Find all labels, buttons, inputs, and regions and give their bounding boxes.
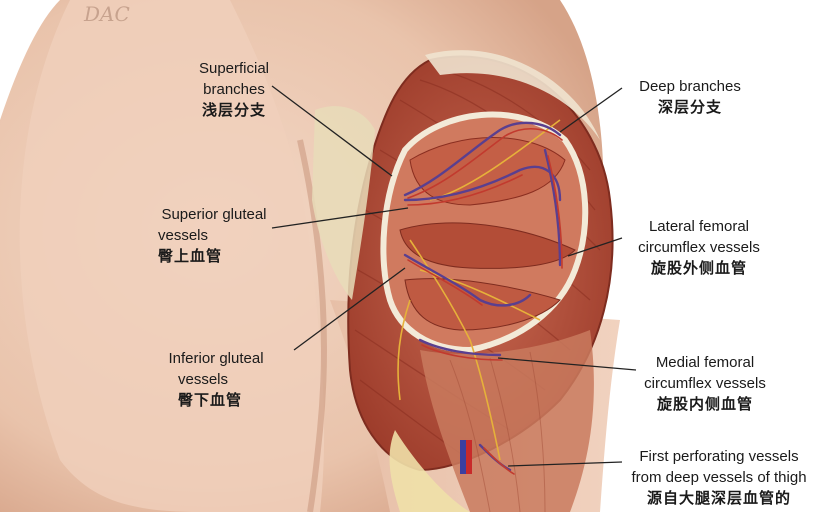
vein-stub [460,440,466,474]
label-lateral-en1: Lateral femoral [648,218,750,235]
label-lateral-femoral: Lateral femoral circumflex vessels 旋股外侧血… [624,216,774,279]
label-superior-en1: Superior gluteal [161,206,267,223]
label-perforating-zh: 源自大腿深层血管的 [646,490,791,507]
label-deep-branches: Deep branches 深层分支 [622,76,758,118]
gluteal-cleft [297,139,327,512]
artery-stub [466,440,472,474]
label-superficial-branches: Superficial branches 浅层分支 [186,58,282,121]
fascia-rim [425,50,600,140]
label-superficial-en1: Superficial [198,60,270,77]
label-medial-zh: 旋股内侧血管 [656,396,753,413]
label-medial-femoral: Medial femoral circumflex vessels 旋股内侧血管 [630,352,780,415]
label-superficial-en2: branches [203,81,265,98]
label-deep-zh: 深层分支 [657,99,722,116]
leader-lateral [567,237,623,257]
left-buttock-shadow [19,0,325,512]
label-perforating-en1: First perforating vessels [639,448,799,465]
sacral-fascia [312,106,375,300]
label-superior-en2: vessels [158,227,209,244]
label-lateral-en2: circumflex vessels [638,239,760,256]
label-superior-gluteal: Superior gluteal vessels 臀上血管 [148,204,280,267]
label-inferior-en1: Inferior gluteal [168,350,264,367]
label-inferior-gluteal: Inferior gluteal vessels 臀下血管 [152,348,280,411]
label-lateral-zh: 旋股外侧血管 [650,260,747,277]
adipose-tissue [389,430,470,512]
leader-superficial [271,85,393,177]
leader-perforating [507,461,623,467]
label-inferior-zh: 臀下血管 [178,392,243,409]
piriformis [399,222,576,269]
leader-lines [271,85,637,467]
label-deep-en1: Deep branches [639,78,741,95]
leader-medial [497,357,637,371]
arteries [407,127,563,475]
leader-superior [271,207,409,229]
label-perforating-en2: from deep vessels of thigh [631,469,807,486]
veins [403,121,562,472]
label-inferior-en2: vessels [178,371,229,388]
leader-inferior [293,267,406,351]
label-superficial-zh: 浅层分支 [201,102,266,119]
leader-deep [559,87,623,133]
label-first-perforating: First perforating vessels from deep vess… [614,446,824,509]
label-superior-zh: 臀上血管 [158,248,223,265]
label-medial-en2: circumflex vessels [644,375,766,392]
label-medial-en1: Medial femoral [655,354,755,371]
watermark-logo: DAC [84,2,130,26]
